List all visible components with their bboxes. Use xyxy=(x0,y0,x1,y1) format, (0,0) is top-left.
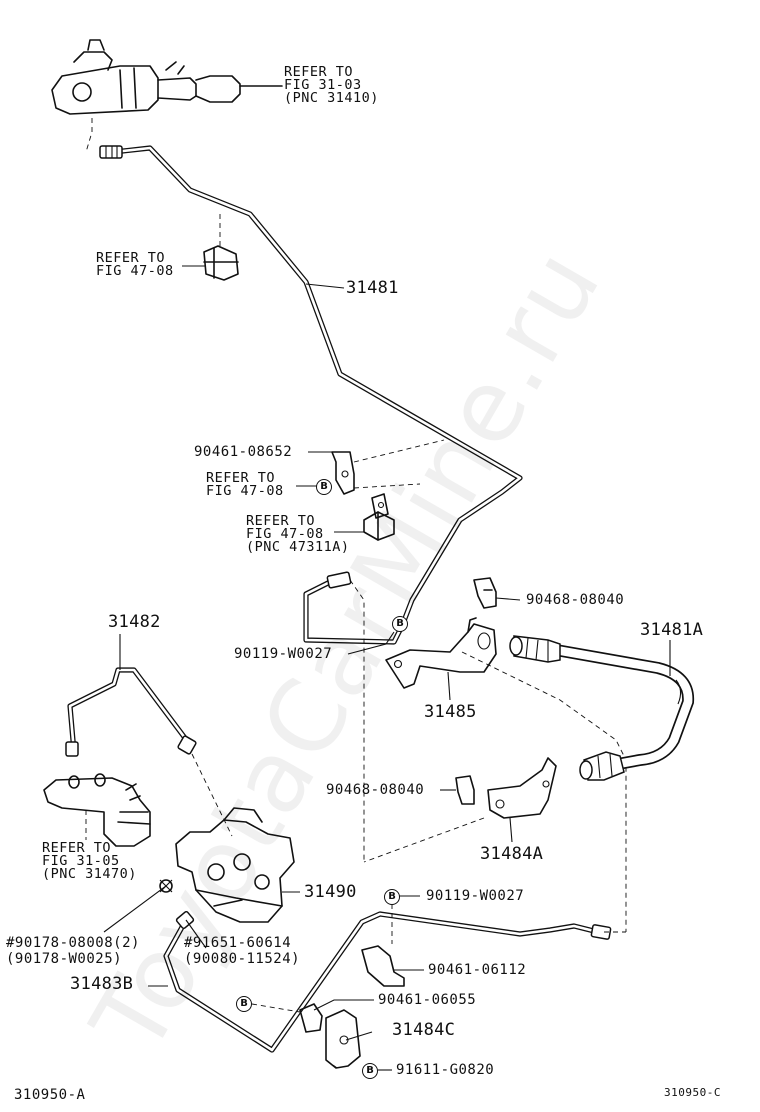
label-31482: 31482 xyxy=(108,612,161,632)
label-refer-47-08-47311A: REFER TO FIG 47-08 (PNC 47311A) xyxy=(246,513,350,555)
leader-lines xyxy=(103,85,671,1071)
bolt-marker: B xyxy=(316,479,332,495)
label-90461-06055: 90461-06055 xyxy=(378,992,477,1008)
master-cylinder-top xyxy=(51,39,283,153)
bracket-90461-06112 xyxy=(361,904,405,987)
bolt-marker: B xyxy=(362,1063,378,1079)
label-91651-60614: #91651-60614 (90080-11524) xyxy=(184,935,301,967)
bolt-marker: B xyxy=(392,616,408,632)
label-31483B: 31483B xyxy=(70,974,134,994)
label-refer-47-08-mid: REFER TO FIG 47-08 xyxy=(206,470,284,499)
hose-31481A xyxy=(509,635,695,781)
label-90468-08040-lower: 90468-08040 xyxy=(326,782,425,798)
pipe-31483B xyxy=(163,910,626,1053)
label-31481A: 31481A xyxy=(640,620,704,640)
label-31485: 31485 xyxy=(424,702,477,722)
clip-90468-08040-upper xyxy=(473,577,497,609)
label-31481: 31481 xyxy=(346,278,399,298)
label-31484A: 31484A xyxy=(480,844,544,864)
valve-31490 xyxy=(159,807,295,923)
label-90119-W0027-lower: 90119-W0027 xyxy=(426,888,525,904)
bracket-31485 xyxy=(385,617,627,932)
label-refer-47-08-upper: REFER TO FIG 47-08 xyxy=(96,250,174,279)
label-refer-31-05: REFER TO FIG 31-05 (PNC 31470) xyxy=(42,840,137,882)
label-91611-G0820: 91611-G0820 xyxy=(396,1062,495,1078)
label-31484C: 31484C xyxy=(392,1020,456,1040)
diagram-code-right: 310950-C xyxy=(664,1086,721,1099)
label-refer-31-03: REFER TO FIG 31-03 (PNC 31410) xyxy=(284,64,379,106)
label-90178-08008: #90178-08008(2) (90178-W0025) xyxy=(6,935,140,967)
label-90468-08040-upper: 90468-08040 xyxy=(526,592,625,608)
bracket-90461-08652 xyxy=(331,439,445,495)
clip-upper xyxy=(203,214,239,281)
release-cylinder xyxy=(43,773,151,847)
diagram-code-left: 310950-A xyxy=(14,1087,86,1103)
label-90461-08652: 90461-08652 xyxy=(194,444,293,460)
pipe-31481 xyxy=(99,145,523,860)
bracket-31484A xyxy=(363,757,557,863)
label-90461-06112: 90461-06112 xyxy=(428,962,527,978)
label-90119-W0027-upper: 90119-W0027 xyxy=(234,646,333,662)
bolt-marker: B xyxy=(384,889,400,905)
bracket-31484C xyxy=(251,1003,361,1071)
label-31490: 31490 xyxy=(304,882,357,902)
clip-47311A xyxy=(363,493,395,541)
pipe-31482 xyxy=(65,667,233,837)
bolt-marker: B xyxy=(236,996,252,1012)
